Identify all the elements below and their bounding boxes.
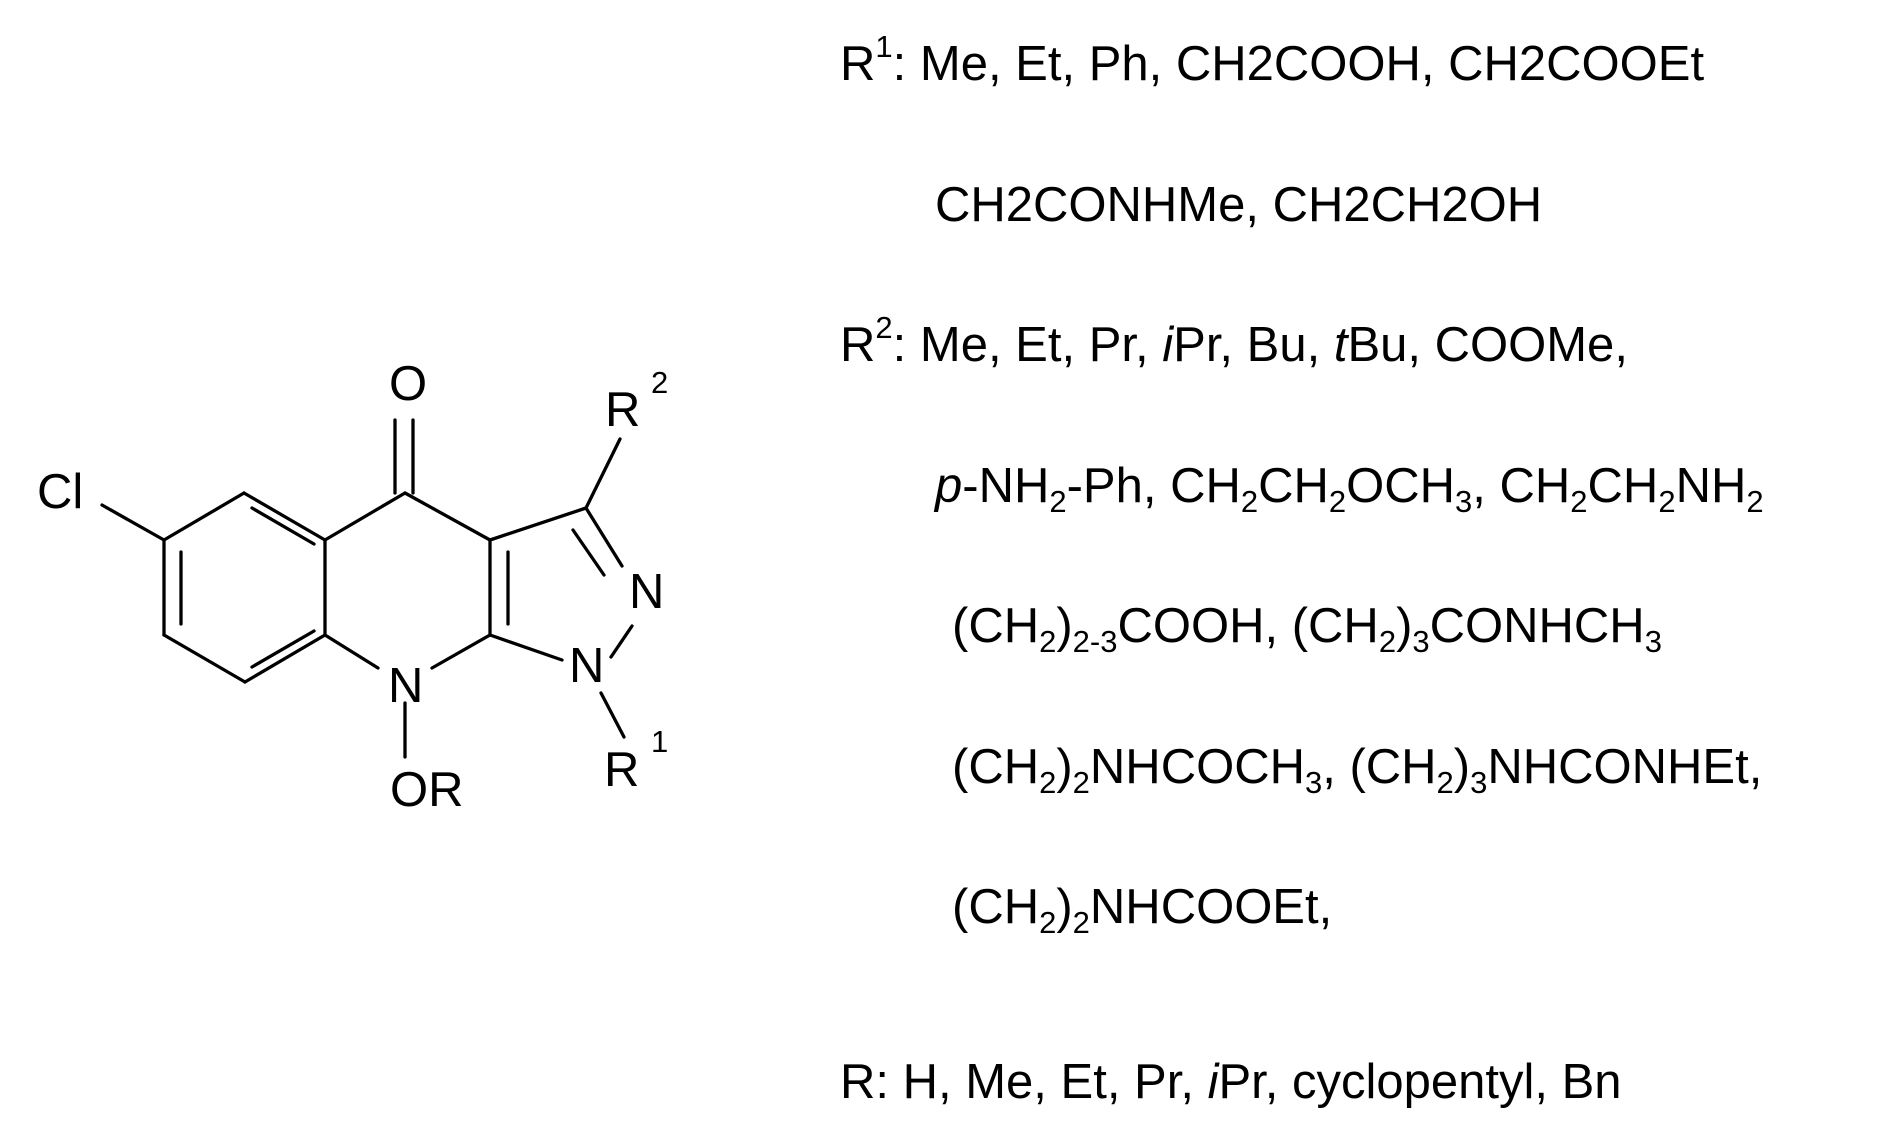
chemical-structure: Cl O N N N OR R 1 R 2	[37, 357, 668, 817]
or-group-label: OR	[390, 763, 464, 817]
r2-definition-line-5: (CH2)2NHCOOEt,	[952, 880, 1333, 941]
r1-definition-line-1: R1: Me, Et, Ph, CH2COOH, CH2COOEt	[840, 28, 1705, 91]
quinolone-nitrogen-label: N	[388, 659, 423, 713]
r1-index: 1	[651, 724, 668, 759]
r2-definition-line-2: p-NH2-Ph, CH2CH2OCH3, CH2CH2NH2	[935, 459, 1764, 520]
substituent-bonds	[100, 418, 626, 759]
r-definition-line: R: H, Me, Et, Pr, iPr, cyclopentyl, Bn	[840, 1055, 1622, 1109]
r1-definition-line-2: CH2CONHMe, CH2CH2OH	[935, 178, 1543, 232]
r2-index: 2	[651, 365, 668, 400]
r2-label: R	[605, 383, 640, 437]
r2-definition-line-4: (CH2)2NHCOCH3, (CH2)3NHCONHEt,	[952, 740, 1763, 801]
chlorine-label: Cl	[37, 465, 83, 519]
pyrazole-nitrogen-1-label: N	[569, 639, 604, 693]
r2-definition-line-1: R2: Me, Et, Pr, iPr, Bu, tBu, COOMe,	[840, 309, 1628, 372]
carbonyl-oxygen-label: O	[389, 357, 427, 411]
benzene-ring	[162, 491, 327, 684]
pyrazole-ring	[488, 506, 634, 662]
pyridinone-ring	[323, 491, 510, 670]
r1-label: R	[604, 743, 639, 797]
pyrazole-nitrogen-2-label: N	[629, 565, 664, 619]
r2-definition-line-3: (CH2)2-3COOH, (CH2)3CONHCH3	[952, 599, 1662, 660]
